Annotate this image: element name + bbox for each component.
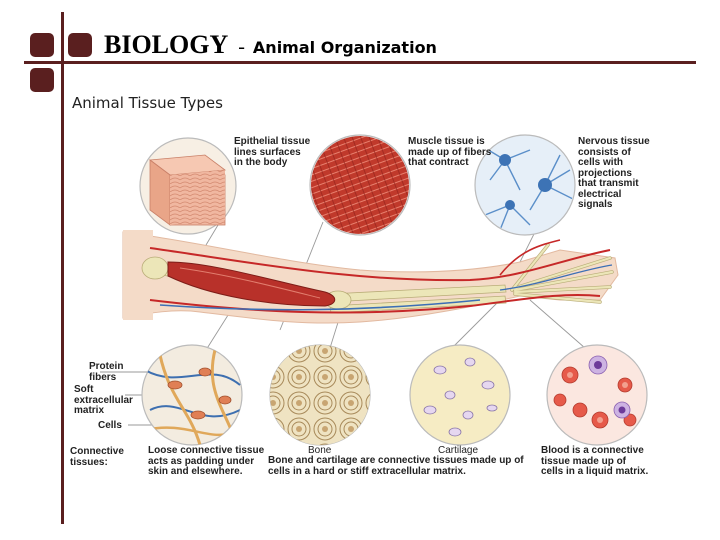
cartilage-inset (409, 344, 511, 446)
title-subtitle: Animal Organization (252, 38, 437, 57)
label-connective: Connective tissues: (70, 446, 124, 468)
slide-heading: Animal Tissue Types (72, 94, 223, 112)
label-bone: Bone (308, 445, 332, 456)
blood-inset (546, 344, 648, 446)
label-blood: Blood is a connective tissue made up of … (541, 445, 649, 477)
label-epithelial: Epithelial tissue lines surfaces in the … (234, 136, 311, 168)
muscle-inset (309, 134, 411, 236)
header-ornament-square-3 (30, 68, 54, 92)
title-separator: - (238, 36, 245, 58)
header-horizontal-rule (24, 61, 696, 64)
label-muscle: Muscle tissue is made up of fibers that … (408, 136, 492, 168)
label-cells: Cells (98, 420, 122, 431)
label-nervous: Nervous tissue consists of cells with pr… (578, 136, 650, 210)
header-vertical-rule (61, 12, 64, 524)
header-ornament-square-1 (30, 33, 54, 57)
label-soft-matrix: Soft extracellular matrix (74, 384, 133, 416)
slide-title: BIOLOGY-Animal Organization (104, 30, 437, 60)
epithelial-inset (139, 137, 237, 235)
loose-connective-inset (141, 344, 243, 446)
label-loose-connective: Loose connective tissue acts as padding … (148, 445, 265, 477)
nervous-inset (474, 134, 576, 236)
label-protein-fibers: Protein fibers (89, 361, 124, 383)
title-main: BIOLOGY (104, 30, 229, 59)
header-ornament-square-2 (68, 33, 92, 57)
arm-illustration (122, 230, 619, 324)
bone-inset (269, 344, 371, 446)
label-bone-cartilage-caption: Bone and cartilage are connective tissue… (268, 455, 524, 477)
label-cartilage: Cartilage (438, 445, 479, 456)
